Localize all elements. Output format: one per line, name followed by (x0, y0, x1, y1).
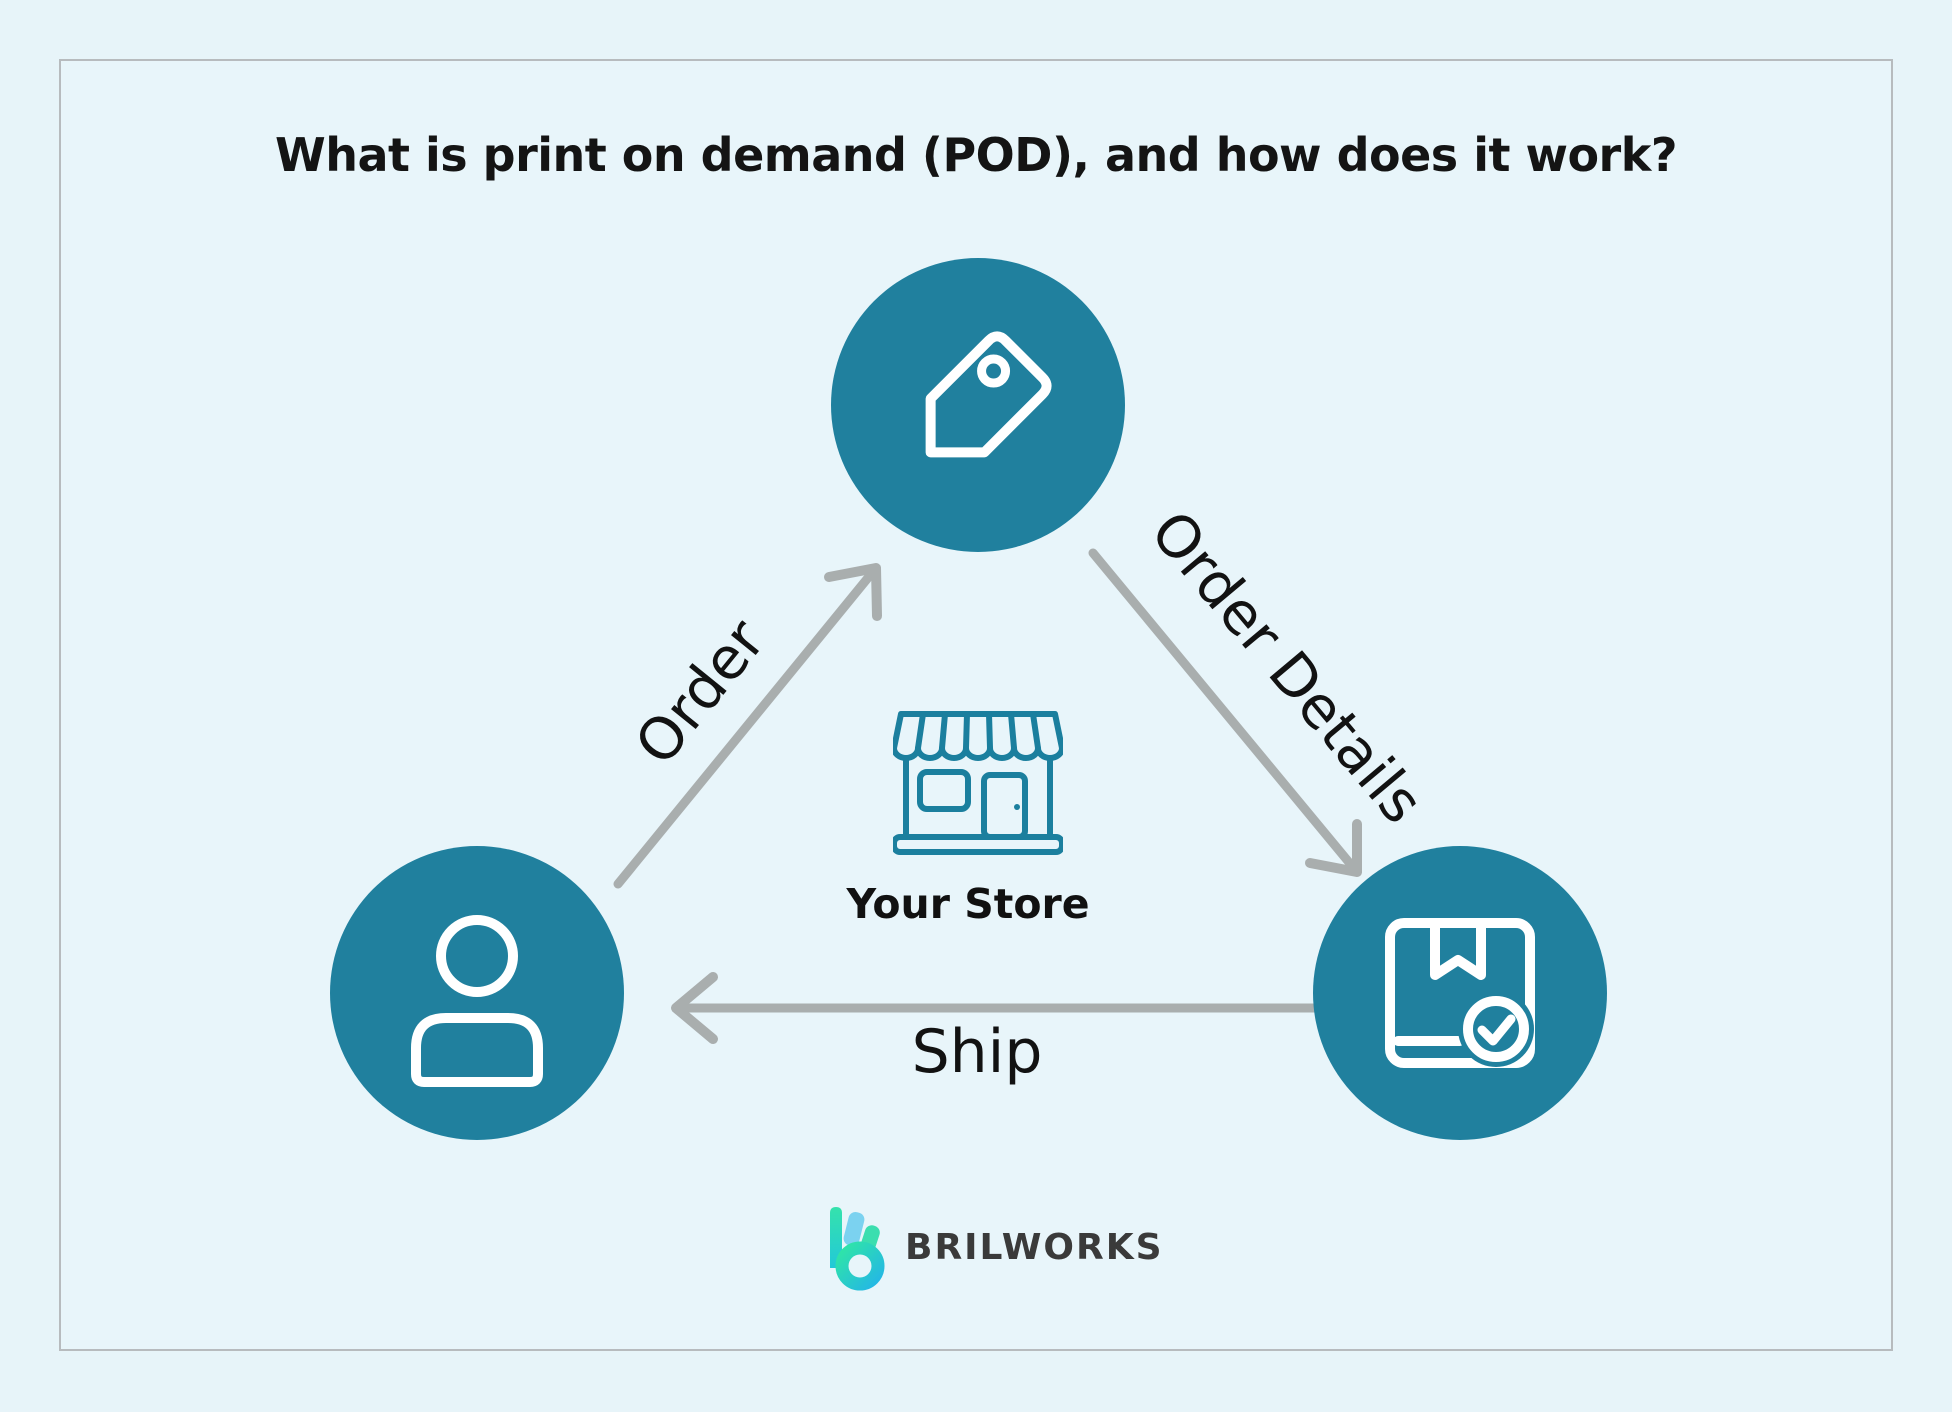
order-details-arrow (1088, 548, 1362, 877)
package-check-icon (1385, 918, 1535, 1068)
ship-arrow (671, 972, 1327, 1044)
node-package (1313, 846, 1607, 1140)
brand-name: BRILWORKS (905, 1226, 1164, 1268)
node-product-tag (831, 258, 1125, 552)
storefront-icon (893, 711, 1063, 855)
ship-label: Ship (911, 1017, 1043, 1087)
page-title: What is print on demand (POD), and how d… (274, 128, 1678, 182)
brand-logo: BRILWORKS (828, 1202, 1164, 1292)
person-icon (411, 915, 543, 1087)
store-label: Your Store (846, 880, 1090, 928)
brilworks-logo-icon (830, 1207, 885, 1291)
node-customer (330, 846, 624, 1140)
price-tag-icon (925, 331, 1052, 458)
order-arrow (613, 563, 882, 889)
